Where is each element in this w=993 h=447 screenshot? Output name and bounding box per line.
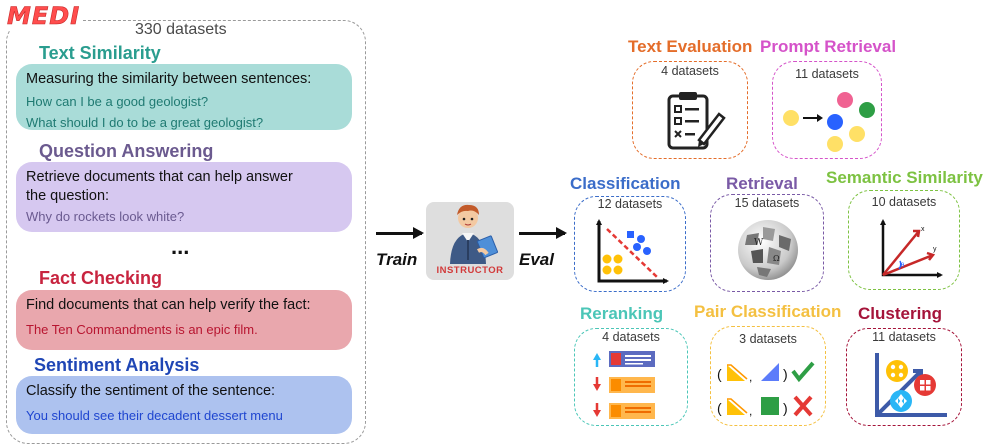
svg-text:W: W bbox=[754, 238, 764, 248]
pair-classification-icon: ( , ) ( , ) bbox=[717, 361, 815, 418]
rerank-list-icon bbox=[593, 351, 655, 419]
dots-retrieval-icon bbox=[783, 92, 875, 152]
instructor-person-icon bbox=[450, 204, 498, 264]
checklist-clipboard-icon bbox=[667, 92, 726, 150]
medi-panel bbox=[6, 20, 366, 444]
example-text: What should I do to be a great geologist… bbox=[26, 115, 264, 130]
instruction-text: Measuring the similarity between sentenc… bbox=[26, 71, 312, 87]
dataset-count: 4 datasets bbox=[602, 330, 660, 344]
eval-title-clustering: Clustering bbox=[858, 304, 943, 323]
dataset-count: 12 datasets bbox=[597, 197, 663, 211]
instruction-text: the question: bbox=[26, 188, 110, 204]
dataset-count: 11 datasets bbox=[872, 330, 936, 344]
bubble-question-answering: Retrieve documents that can help answer … bbox=[16, 162, 352, 232]
task-title-sentiment-analysis: Sentiment Analysis bbox=[34, 355, 200, 375]
instructor-model-box: INSTRUCTOR bbox=[426, 202, 514, 280]
svg-text:): ) bbox=[783, 400, 788, 416]
train-arrow bbox=[376, 227, 424, 238]
instruction-text: Retrieve documents that can help answer bbox=[26, 169, 293, 185]
dataset-count: 3 datasets bbox=[739, 332, 797, 346]
svg-text:y: y bbox=[933, 246, 937, 253]
clustering-icon bbox=[875, 353, 947, 417]
eval-box-clustering: 11 datasets bbox=[846, 328, 962, 426]
wikipedia-globe-icon: W Ω bbox=[738, 220, 798, 280]
svg-text:,: , bbox=[749, 404, 752, 418]
eval-title-pair-classification: Pair Classification bbox=[694, 302, 842, 321]
eval-box-semantic-similarity: 10 datasets x y θ bbox=[848, 190, 960, 290]
dataset-count: 15 datasets bbox=[734, 196, 800, 210]
instruction-text: Find documents that can help verify the … bbox=[26, 297, 311, 313]
example-text: The Ten Commandments is an epic film. bbox=[26, 322, 258, 337]
svg-text:(: ( bbox=[717, 400, 722, 416]
dataset-count: 4 datasets bbox=[661, 64, 719, 78]
ellipsis: ... bbox=[171, 234, 190, 259]
svg-text:θ: θ bbox=[901, 263, 905, 269]
eval-title-prompt-retrieval: Prompt Retrieval bbox=[760, 37, 897, 56]
eval-title-classification: Classification bbox=[570, 174, 681, 193]
eval-box-pair-classification: 3 datasets ( , ) ( , ) bbox=[710, 326, 826, 426]
eval-title-text-evaluation: Text Evaluation bbox=[628, 37, 753, 56]
svg-text:x: x bbox=[921, 226, 925, 233]
dataset-count: 11 datasets bbox=[795, 67, 859, 81]
svg-text:): ) bbox=[783, 366, 788, 382]
task-title-question-answering: Question Answering bbox=[39, 141, 214, 161]
eval-title-reranking: Reranking bbox=[580, 304, 664, 323]
eval-box-reranking: 4 datasets bbox=[574, 328, 688, 426]
svg-text:Ω: Ω bbox=[773, 254, 780, 263]
svg-text:(: ( bbox=[717, 366, 722, 382]
instructor-label: INSTRUCTOR bbox=[436, 265, 504, 276]
example-text: Why do rockets look white? bbox=[26, 209, 185, 224]
eval-title-retrieval: Retrieval bbox=[726, 174, 798, 193]
eval-title-semantic-similarity: Semantic Similarity bbox=[826, 168, 983, 187]
instruction-text: Classify the sentiment of the sentence: bbox=[26, 383, 276, 399]
eval-label: Eval bbox=[519, 250, 554, 269]
vector-angle-icon: x y θ bbox=[880, 219, 943, 278]
svg-text:,: , bbox=[749, 370, 752, 384]
arrow-shape bbox=[519, 227, 567, 238]
example-text: You should see their decadent dessert me… bbox=[26, 408, 283, 423]
bubble-fact-checking: Find documents that can help verify the … bbox=[16, 290, 352, 350]
medi-dataset-count: 330 datasets bbox=[132, 21, 230, 39]
bubble-text-similarity: Measuring the similarity between sentenc… bbox=[16, 64, 352, 130]
task-title-text-similarity: Text Similarity bbox=[39, 43, 161, 63]
arrow-shape bbox=[376, 227, 424, 238]
eval-box-text-evaluation: 4 datasets bbox=[632, 61, 748, 159]
eval-box-retrieval: 15 datasets W Ω bbox=[710, 194, 824, 292]
bubble-sentiment-analysis: Classify the sentiment of the sentence: … bbox=[16, 376, 352, 434]
medi-logo: MEDI bbox=[4, 2, 84, 30]
dataset-count: 10 datasets bbox=[871, 195, 937, 209]
scatter-classification-icon bbox=[596, 219, 669, 284]
example-text: How can I be a good geologist? bbox=[26, 94, 209, 109]
train-label: Train bbox=[376, 250, 418, 269]
eval-box-classification: 12 datasets bbox=[574, 196, 686, 292]
task-title-fact-checking: Fact Checking bbox=[39, 268, 163, 288]
eval-arrow bbox=[519, 227, 567, 238]
eval-box-prompt-retrieval: 11 datasets bbox=[772, 61, 882, 159]
